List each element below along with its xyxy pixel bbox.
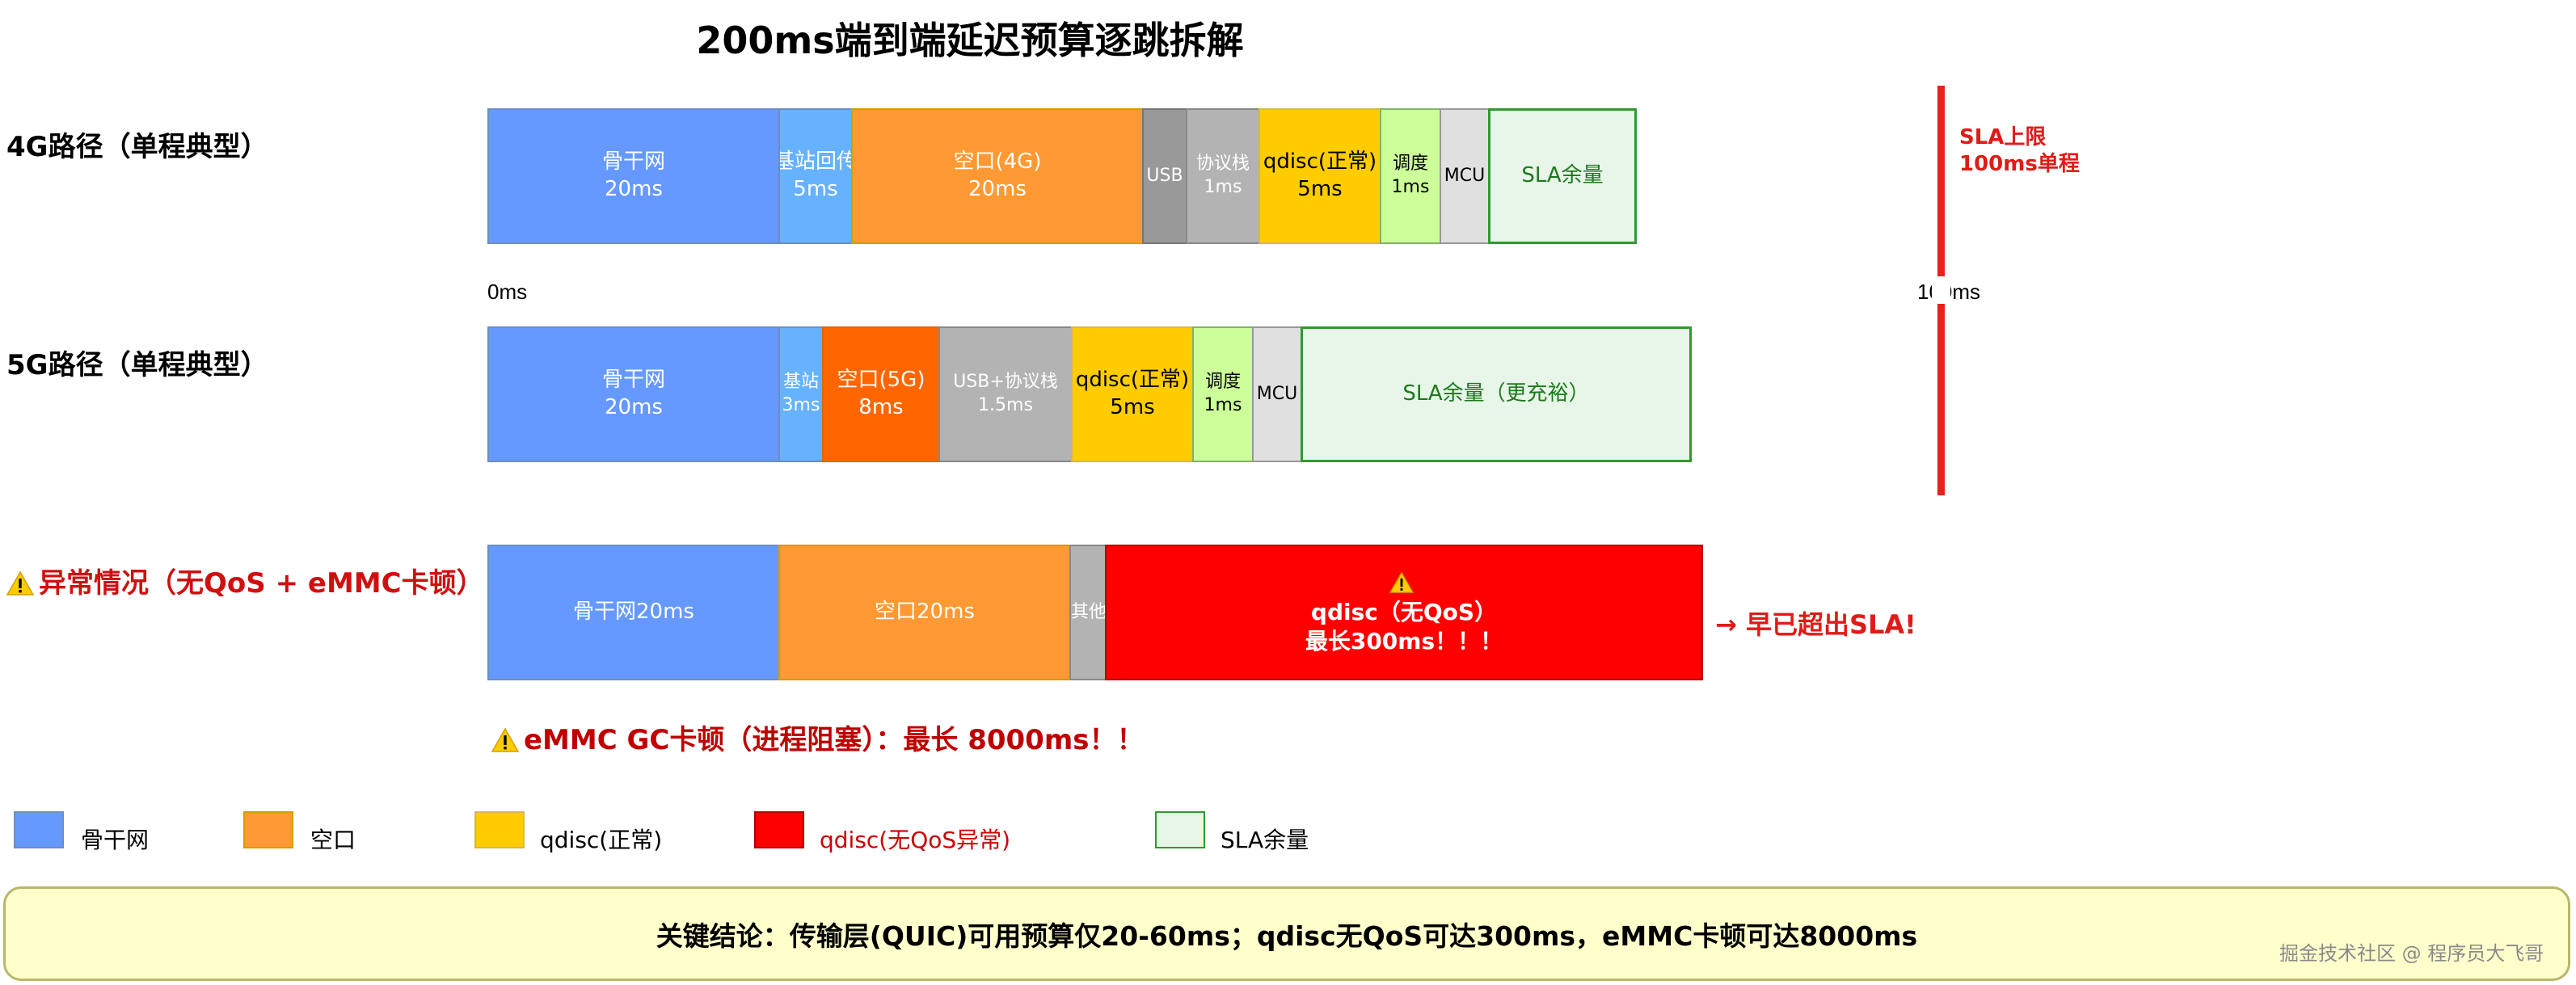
legend-swatch-qdisc <box>474 811 525 848</box>
legend-label-qdisc: qdisc(正常) <box>540 827 663 853</box>
seg-label: 空口(5G) <box>837 368 925 393</box>
seg-4g-mcu: MCU <box>1440 108 1490 244</box>
seg-label: 空口(4G) <box>953 149 1042 175</box>
seg-4g-sla-margin: SLA余量 <box>1488 108 1637 244</box>
seg-value: 8ms <box>858 395 904 419</box>
seg-value: 1ms <box>1204 177 1242 197</box>
legend-swatch-air <box>243 811 293 848</box>
tick-0ms: 0ms <box>487 280 528 304</box>
seg-5g-sched: 调度 1ms <box>1192 326 1254 462</box>
seg-4g-backhaul: 基站回传 5ms <box>778 108 853 244</box>
seg-label: 骨干网 <box>601 368 665 393</box>
seg-label: 调度 <box>1392 154 1428 175</box>
warning-icon <box>1389 572 1414 594</box>
seg-5g-basestation: 基站 3ms <box>778 326 824 462</box>
seg-value: 3ms <box>782 395 820 415</box>
row-label-abnormal-text: 异常情况（无QoS + eMMC卡顿） <box>39 567 484 600</box>
exceeds-sla-note: → 早已超出SLA! <box>1715 609 1916 640</box>
seg-4g-stack: 协议栈 1ms <box>1186 108 1260 244</box>
seg-value: 5ms <box>1297 177 1343 201</box>
seg-abn-air: 空口20ms <box>778 545 1071 680</box>
warning-icon <box>6 571 34 596</box>
seg-4g-usb: USB <box>1142 108 1187 244</box>
warning-icon <box>491 728 519 752</box>
seg-label: 骨干网 <box>601 149 665 175</box>
row-label-4g: 4G路径（单程典型） <box>6 131 268 163</box>
seg-5g-backbone: 骨干网 20ms <box>487 326 780 462</box>
seg-value: 5ms <box>1110 395 1155 419</box>
seg-label: SLA余量 <box>1521 163 1604 188</box>
seg-label: 基站回传 <box>780 149 851 175</box>
row-label-5g: 5G路径（单程典型） <box>6 349 268 381</box>
seg-label-text: qdisc（无QoS） <box>1310 598 1498 625</box>
seg-label: MCU <box>1444 165 1486 186</box>
seg-4g-air: 空口(4G) 20ms <box>851 108 1144 244</box>
sla-label: SLA上限 100ms单程 <box>1959 124 2080 177</box>
seg-abn-backbone: 骨干网20ms <box>487 545 780 680</box>
emmc-note: eMMC GC卡顿（进程阻塞）：最长 8000ms！！ <box>491 718 1145 757</box>
seg-5g-usb-stack: USB+协议栈 1.5ms <box>938 326 1073 462</box>
diagram-title: 200ms端到端延迟预算逐跳拆解 <box>696 19 1244 62</box>
sla-line-gap <box>1932 276 1950 304</box>
seg-value: 1ms <box>1391 177 1430 197</box>
seg-value: 20ms <box>605 177 663 201</box>
seg-label: 协议栈 <box>1195 154 1250 175</box>
seg-label: qdisc(正常) <box>1263 149 1377 175</box>
watermark: 掘金技术社区 @ 程序员大飞哥 <box>2279 942 2544 965</box>
conclusion-text: 关键结论：传输层(QUIC)可用预算仅20-60ms；qdisc无QoS可达30… <box>656 920 1918 952</box>
emmc-note-text: eMMC GC卡顿（进程阻塞）：最长 8000ms！！ <box>524 724 1145 756</box>
seg-abn-qdisc-noqos: qdisc（无QoS） 最长300ms！！！ <box>1105 545 1703 680</box>
legend-label-backbone: 骨干网 <box>81 827 150 853</box>
seg-value: 1ms <box>1204 395 1242 415</box>
seg-label: 其他2ms <box>1071 601 1107 622</box>
legend-label-air: 空口 <box>310 827 356 853</box>
seg-5g-sla-margin: SLA余量（更充裕） <box>1301 326 1692 462</box>
seg-value: 20ms <box>605 395 663 419</box>
seg-label: qdisc(正常) <box>1075 368 1190 393</box>
seg-4g-backbone: 骨干网 20ms <box>487 108 780 244</box>
legend-swatch-qdisc-noqos <box>754 811 804 848</box>
legend-label-sla: SLA余量 <box>1221 827 1309 853</box>
seg-value: 1.5ms <box>978 395 1033 415</box>
legend-swatch-sla <box>1155 811 1205 848</box>
legend-label-qdisc-noqos: qdisc(无QoS异常) <box>820 827 1011 853</box>
sla-label-line2: 100ms单程 <box>1959 151 2080 176</box>
seg-label: MCU <box>1256 383 1298 404</box>
seg-5g-mcu: MCU <box>1252 326 1302 462</box>
seg-abn-other: 其他2ms <box>1069 545 1107 680</box>
sla-label-line1: SLA上限 <box>1959 125 2047 149</box>
seg-label: 骨干网20ms <box>573 600 694 625</box>
seg-5g-air: 空口(5G) 8ms <box>822 326 940 462</box>
seg-label: USB+协议栈 <box>953 372 1058 393</box>
seg-label: 空口20ms <box>875 600 975 625</box>
seg-value: 最长300ms！！！ <box>1305 628 1503 655</box>
seg-label: USB <box>1146 165 1183 186</box>
conclusion-box: 关键结论：传输层(QUIC)可用预算仅20-60ms；qdisc无QoS可达30… <box>3 886 2570 981</box>
seg-label: qdisc（无QoS） <box>1311 568 1497 627</box>
seg-4g-sched: 调度 1ms <box>1380 108 1441 244</box>
seg-label: 基站 <box>782 372 819 393</box>
seg-value: 20ms <box>968 177 1027 201</box>
seg-value: 5ms <box>793 177 838 201</box>
seg-label: SLA余量（更充裕） <box>1402 381 1590 406</box>
row-label-abnormal: 异常情况（无QoS + eMMC卡顿） <box>6 561 484 600</box>
seg-5g-qdisc: qdisc(正常) 5ms <box>1071 326 1194 462</box>
seg-label: 调度 <box>1204 372 1241 393</box>
legend-swatch-backbone <box>14 811 64 848</box>
seg-4g-qdisc: qdisc(正常) 5ms <box>1258 108 1381 244</box>
